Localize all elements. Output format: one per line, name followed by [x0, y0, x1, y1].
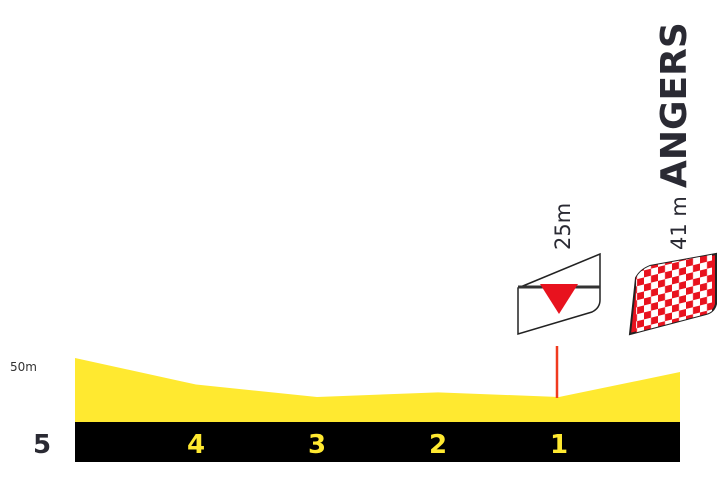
km-tick-label: 4 — [187, 430, 205, 460]
finish-city: ANGERS — [654, 22, 695, 188]
km-band — [75, 422, 680, 462]
km-tick-label: 2 — [429, 430, 447, 460]
y-tick-label: 50m — [10, 360, 37, 374]
km-tick-label: 1 — [550, 430, 568, 460]
elevation-area — [75, 358, 680, 422]
finish-checkered-flag-icon — [628, 252, 717, 336]
km-tick-label: 5 — [33, 430, 51, 460]
flamme-rouge-icon — [517, 252, 601, 336]
finish-altitude: 41 m — [667, 196, 691, 250]
km-tick-label: 3 — [308, 430, 326, 460]
flamme-rouge-altitude: 25m — [551, 203, 575, 250]
